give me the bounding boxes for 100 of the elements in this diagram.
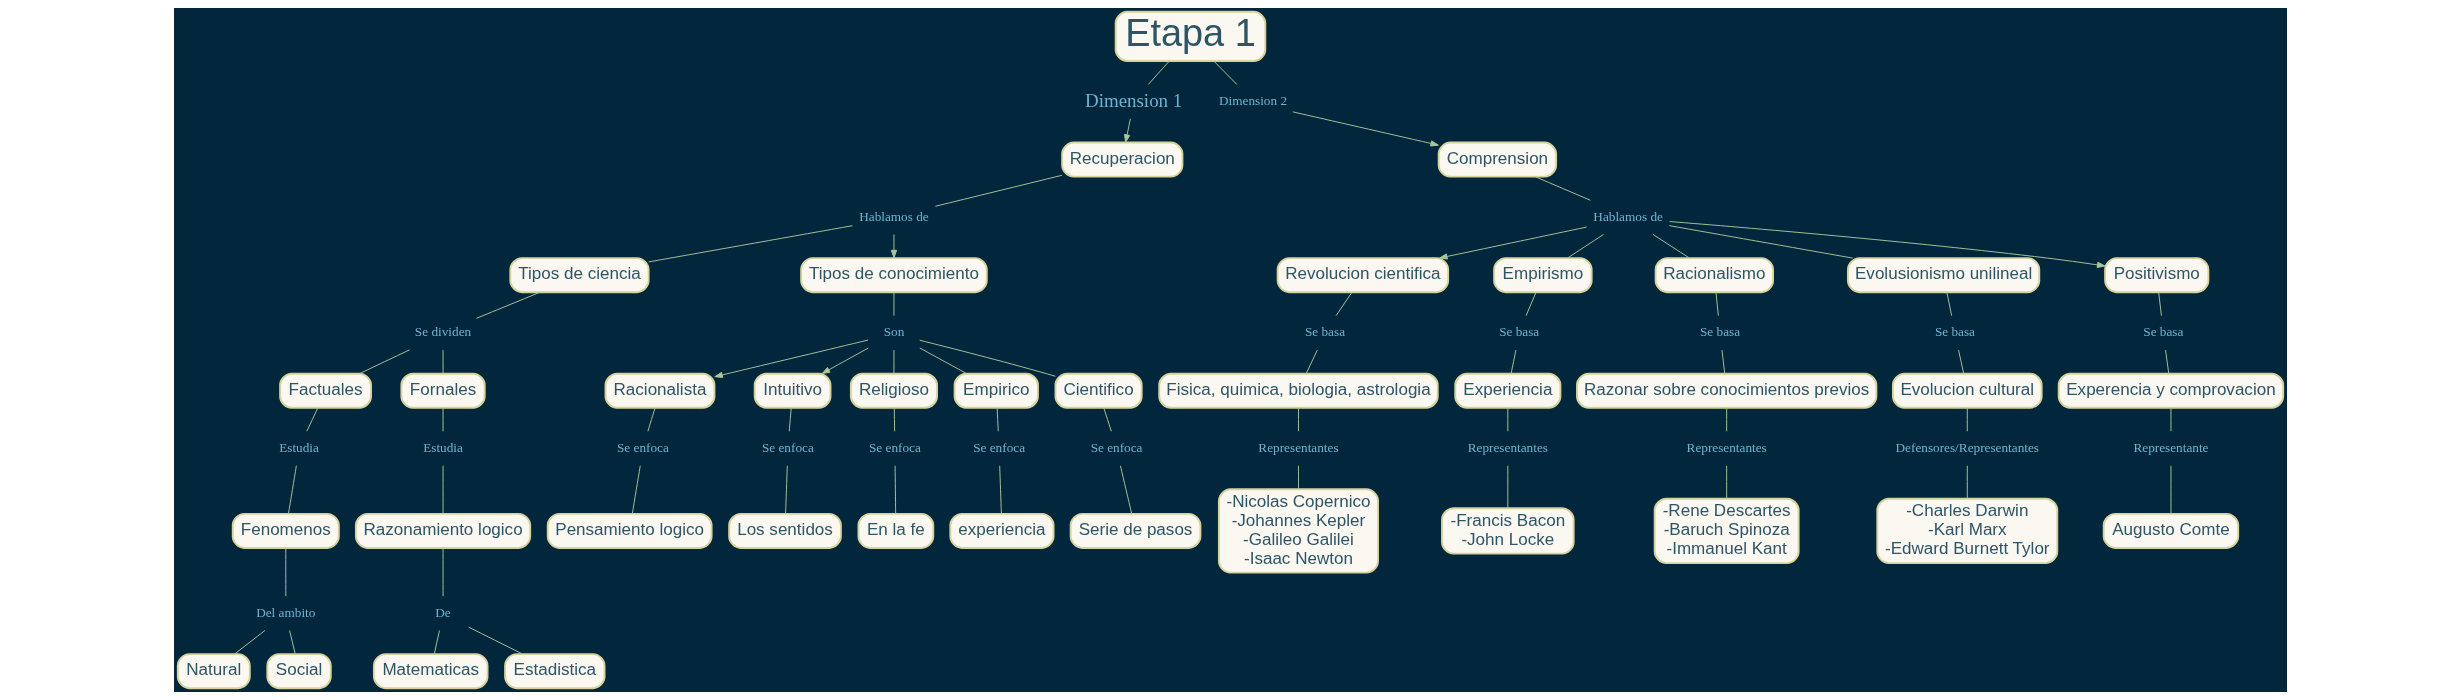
node-text: Se basa xyxy=(1699,324,1740,340)
node-box: Social xyxy=(265,653,332,690)
connector xyxy=(1725,465,1727,499)
connector xyxy=(998,465,1002,515)
node-text: Se basa xyxy=(1934,324,1975,340)
connector xyxy=(1966,407,1968,432)
node-box: Razonamiento logico xyxy=(354,512,531,549)
connector xyxy=(284,547,286,597)
connector xyxy=(1305,349,1318,374)
node-text: Se basa xyxy=(1304,324,1345,340)
node-text: Del ambito xyxy=(255,604,315,620)
node-box: Matematicas xyxy=(372,653,488,690)
node-box: Positivismo xyxy=(2103,257,2209,294)
node-box: -Nicolas Copernico -Johannes Kepler -Galileo Galilei -Isaac Newton xyxy=(1217,488,1379,574)
node-text: Hablamos de xyxy=(1592,208,1663,224)
node-box: Factuales xyxy=(278,372,372,409)
connector xyxy=(893,291,894,317)
arrow xyxy=(1123,118,1131,143)
connector xyxy=(1966,465,1968,499)
node-box: Fornales xyxy=(399,372,486,409)
node-text: Hablamos de xyxy=(858,208,929,224)
node-box: -Francis Bacon -John Locke xyxy=(1440,507,1575,555)
connector xyxy=(1119,465,1132,515)
node-text: Se enfoca xyxy=(868,440,921,456)
node-text: Dimension 2 xyxy=(1218,93,1287,109)
node-box: Recuperacion xyxy=(1060,141,1183,178)
node-box: Cientifico xyxy=(1054,372,1143,409)
arrow xyxy=(1668,221,2105,268)
node-box: Revolucion cientifica xyxy=(1276,257,1449,294)
connector xyxy=(996,407,999,432)
connector xyxy=(1335,291,1352,317)
node-text: De xyxy=(434,604,451,620)
node-box: -Charles Darwin -Karl Marx -Edward Burnett Tylor xyxy=(1875,497,2058,565)
connector xyxy=(1720,349,1725,374)
node-box: Fisica, quimica, biologia, astrologia xyxy=(1157,372,1439,409)
node-box: Empirico xyxy=(953,372,1039,409)
connector xyxy=(918,347,967,374)
node-box: En la fe xyxy=(857,512,934,549)
node-box: Etapa 1 xyxy=(1114,10,1266,62)
node-box: Natural xyxy=(176,653,251,690)
node-box: Pensamiento logico xyxy=(546,512,713,549)
connector xyxy=(788,407,792,432)
connector xyxy=(1525,291,1536,317)
node-text: Dimension 1 xyxy=(1084,89,1182,111)
connector xyxy=(1506,465,1508,509)
connector xyxy=(631,465,641,515)
connector xyxy=(1297,407,1299,432)
connector xyxy=(918,339,1056,377)
node-text: Representantes xyxy=(1257,440,1339,456)
connector xyxy=(1725,407,1727,432)
node-box: Racionalismo xyxy=(1654,257,1774,294)
connector xyxy=(893,407,895,432)
node-text: Se basa xyxy=(1498,324,1539,340)
node-box: Estadistica xyxy=(503,653,605,690)
connector xyxy=(1668,225,1853,259)
connector xyxy=(2169,407,2171,432)
connector xyxy=(305,407,318,432)
node-box: Fenomenos xyxy=(231,512,340,549)
connector xyxy=(647,225,853,263)
node-box: Comprension xyxy=(1437,141,1557,178)
connector xyxy=(2157,291,2162,317)
node-box: Tipos de conocimiento xyxy=(799,257,988,294)
connector xyxy=(1147,60,1169,85)
node-box: Tipos de ciencia xyxy=(508,257,650,294)
connector xyxy=(1945,291,1952,317)
connector xyxy=(442,547,443,597)
connector xyxy=(934,174,1062,207)
node-text: Estudia xyxy=(422,440,463,456)
node-box: Evolucion cultural xyxy=(1891,372,2043,409)
node-text: Representantes xyxy=(1686,440,1767,456)
node-box: Religioso xyxy=(849,372,938,409)
connector xyxy=(467,626,523,655)
arrow xyxy=(821,347,869,374)
node-text: Se dividen xyxy=(414,324,471,340)
connector xyxy=(1506,407,1508,432)
node-text: Se enfoca xyxy=(972,440,1025,456)
node-box: Razonar sobre conocimientos previos xyxy=(1575,372,1877,409)
connector xyxy=(1102,407,1112,432)
connector xyxy=(475,291,540,319)
node-box: Empirismo xyxy=(1492,257,1593,294)
connector xyxy=(358,349,410,374)
node-text: Se enfoca xyxy=(761,440,814,456)
node-box: Evolusionismo unilineal xyxy=(1846,257,2040,294)
connector xyxy=(893,349,894,374)
arrow xyxy=(1291,111,1439,147)
connector xyxy=(1510,349,1516,374)
connector xyxy=(287,465,297,515)
connector xyxy=(433,630,440,655)
connector xyxy=(233,630,265,655)
connector xyxy=(1297,465,1299,490)
connector xyxy=(646,407,655,432)
node-box: Serie de pasos xyxy=(1069,512,1201,549)
connector xyxy=(1566,234,1604,259)
node-text: Se enfoca xyxy=(1090,440,1143,456)
connector xyxy=(1213,60,1237,85)
arrow xyxy=(890,234,897,259)
node-box: Racionalista xyxy=(604,372,715,409)
node-box: Los sentidos xyxy=(727,512,842,549)
connector xyxy=(1652,234,1690,259)
node-text: Se basa xyxy=(2142,324,2183,340)
